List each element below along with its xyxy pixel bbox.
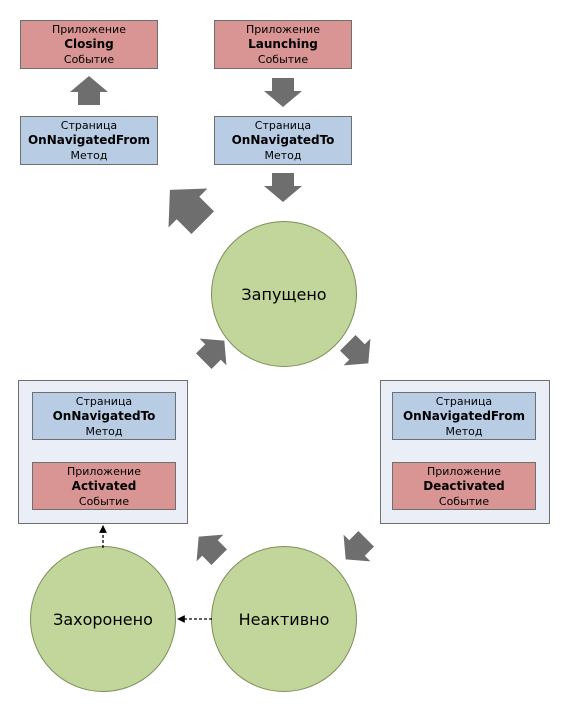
launching-event-type: Событие [257,53,309,66]
activated-event-type: Событие [78,494,130,508]
left-onnavigatedto-category: Страница [75,394,133,408]
top-onnavigatedfrom-category: Страница [60,119,118,132]
closing-event-box: Приложение Closing Событие [20,20,158,69]
top-onnavigatedfrom-type: Метод [70,149,108,162]
top-onnavigatedto-type: Метод [264,149,302,162]
top-onnavigatedto-name: OnNavigatedTo [231,133,335,147]
launching-event-category: Приложение [246,23,320,36]
activated-event-category: Приложение [67,464,141,478]
top-onnavigatedto-category: Страница [254,119,312,132]
dormant-state: Неактивно [211,546,357,692]
left-onnavigatedto-type: Метод [85,424,123,438]
right-onnavigatedfrom-type: Метод [445,424,483,438]
dormant-state-label: Неактивно [238,609,330,629]
arrow-up-to-closing [70,76,108,105]
left-onnavigatedto-box: Страница OnNavigatedTo Метод [32,392,176,440]
top-onnavigatedfrom-box: Страница OnNavigatedFrom Метод [20,116,158,165]
arrow-dormant-to-activation [185,523,233,571]
tombstoned-state: Захоронено [30,546,176,692]
arrow-down-to-running [264,173,302,202]
right-onnavigatedfrom-box: Страница OnNavigatedFrom Метод [392,392,536,440]
left-onnavigatedto-name: OnNavigatedTo [52,408,156,423]
right-onnavigatedfrom-name: OnNavigatedFrom [402,408,526,423]
deactivated-event-category: Приложение [427,464,501,478]
closing-event-name: Closing [64,37,114,51]
top-onnavigatedto-box: Страница OnNavigatedTo Метод [214,116,352,165]
closing-event-type: Событие [63,53,115,66]
arrow-running-to-navigatedfrom [150,170,223,243]
launching-event-name: Launching [248,37,318,51]
arrow-down-from-launching [264,78,302,107]
launching-event-box: Приложение Launching Событие [214,20,352,69]
running-state: Запущено [211,221,357,367]
arrow-deactivation-to-dormant [332,525,380,573]
tombstoned-state-label: Захоронено [53,609,153,629]
deactivated-event-box: Приложение Deactivated Событие [392,462,536,510]
deactivated-event-name: Deactivated [423,478,505,493]
deactivated-event-type: Событие [438,494,490,508]
right-onnavigatedfrom-category: Страница [435,394,493,408]
top-onnavigatedfrom-name: OnNavigatedFrom [27,133,151,147]
activated-event-name: Activated [71,478,137,493]
closing-event-category: Приложение [52,23,126,36]
running-state-label: Запущено [241,284,327,304]
activated-event-box: Приложение Activated Событие [32,462,176,510]
